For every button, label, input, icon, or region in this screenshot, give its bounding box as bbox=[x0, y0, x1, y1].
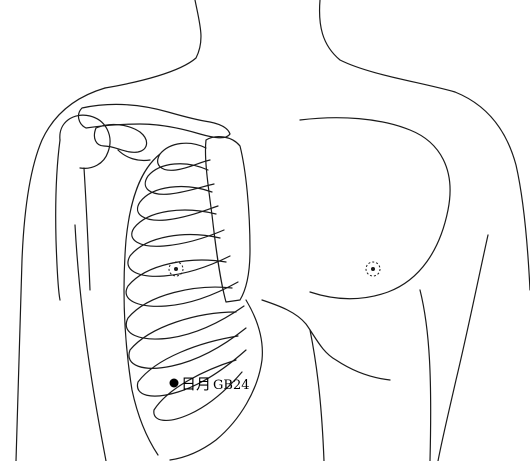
neck-left-outline bbox=[105, 0, 201, 88]
acupoint-marker bbox=[170, 379, 179, 388]
abdomen-outline bbox=[262, 300, 390, 380]
rib-7 bbox=[126, 287, 244, 339]
sternum bbox=[205, 137, 250, 302]
right-nipple bbox=[366, 262, 380, 276]
humerus-shaft-inner bbox=[84, 168, 90, 290]
rib-4 bbox=[132, 210, 224, 246]
left-shoulder-outline bbox=[16, 88, 105, 461]
torso-right-outline bbox=[420, 290, 431, 461]
torso-midline bbox=[310, 330, 324, 461]
humerus-head bbox=[60, 115, 110, 168]
humerus-shaft-outer bbox=[56, 140, 60, 300]
neck-right-outline bbox=[320, 0, 455, 92]
left-nipple bbox=[169, 262, 183, 276]
right-pectoral bbox=[300, 118, 450, 299]
right-arm-inner bbox=[438, 235, 488, 461]
left-arm-inner bbox=[75, 225, 106, 461]
acromion bbox=[94, 125, 146, 153]
rib-8 bbox=[129, 312, 246, 368]
acupoint-name: 日月 bbox=[181, 375, 211, 393]
right-shoulder-outline bbox=[455, 92, 530, 290]
rib-1 bbox=[158, 143, 210, 170]
acupoint-code: GB24 bbox=[213, 378, 249, 393]
coracoid bbox=[118, 150, 150, 161]
